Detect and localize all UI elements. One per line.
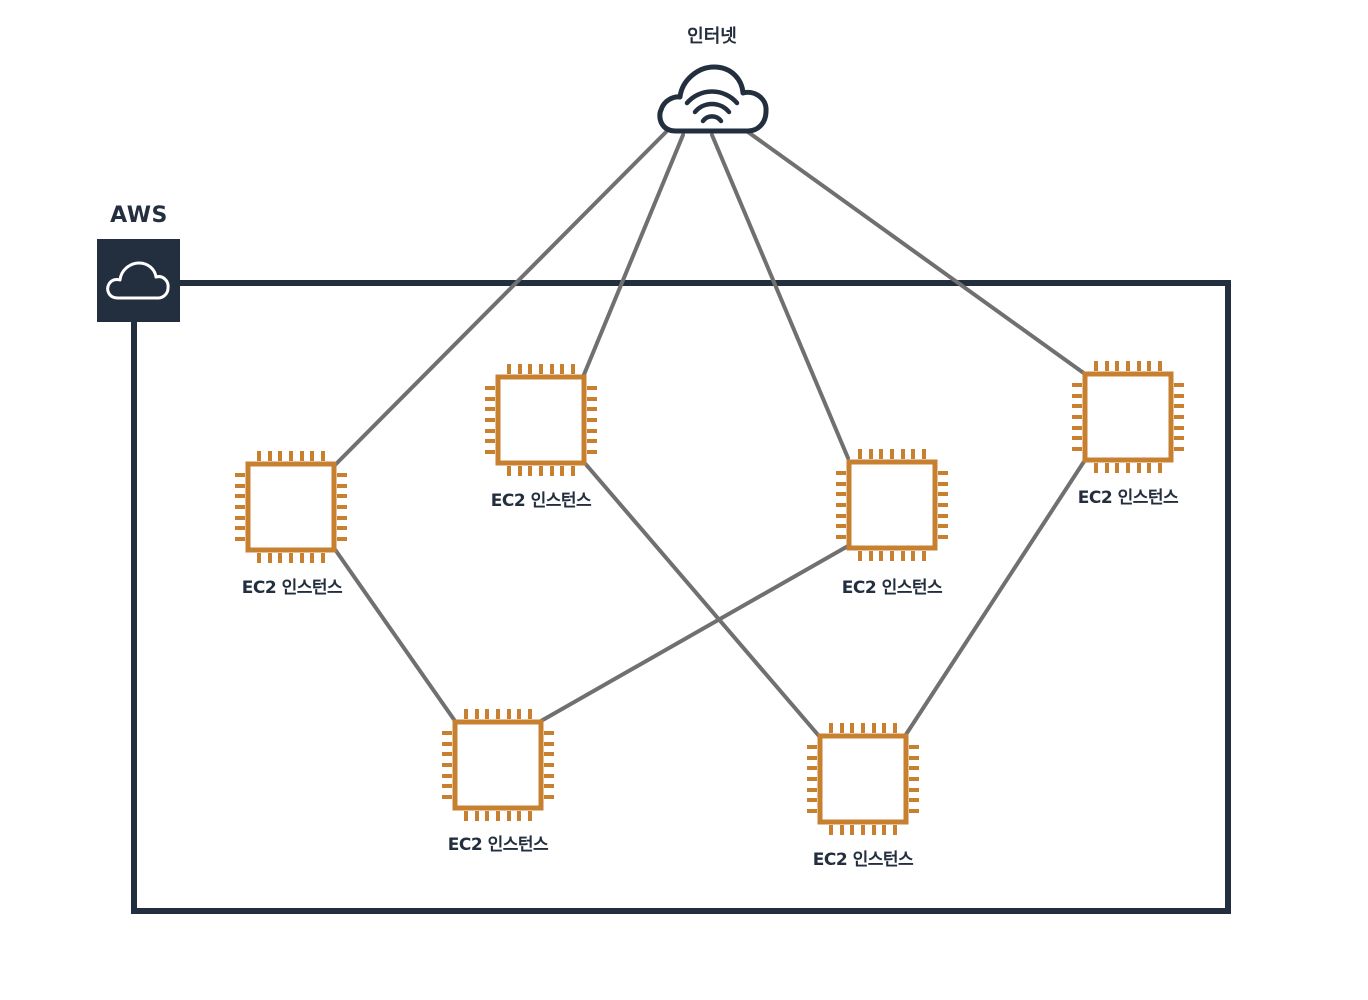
aws-cloud-icon <box>97 239 180 322</box>
ec2-chip-icon <box>442 709 554 821</box>
connector-instance-3-instance-5 <box>539 544 850 723</box>
ec2-chip-icon <box>235 451 347 563</box>
cloud-wifi-icon <box>657 64 769 134</box>
instance-label-6: EC2 인스턴스 <box>812 850 914 870</box>
ec2-chip-icon <box>485 364 597 476</box>
aws-cloud-border <box>131 280 1231 914</box>
ec2-chip-icon <box>1072 361 1184 473</box>
ec2-chips <box>235 361 1184 835</box>
connector-internet-instance-2 <box>581 133 685 379</box>
connector-instance-1-instance-5 <box>332 546 457 723</box>
instance-label-5: EC2 인스턴스 <box>447 835 549 855</box>
ec2-chip-icon <box>807 723 919 835</box>
internet-label: 인터넷 <box>687 26 737 47</box>
instance-label-4: EC2 인스턴스 <box>1077 488 1179 508</box>
connector-internet-instance-3 <box>710 133 850 460</box>
ec2-chip-icon <box>836 449 948 561</box>
connector-internet-instance-1 <box>332 130 668 468</box>
aws-label: AWS <box>110 203 168 228</box>
instance-label-3: EC2 인스턴스 <box>841 578 943 598</box>
connector-instance-4-instance-6 <box>903 458 1087 738</box>
instance-label-1: EC2 인스턴스 <box>241 578 343 598</box>
connectors <box>332 130 1087 738</box>
instance-label-2: EC2 인스턴스 <box>490 491 592 511</box>
connector-internet-instance-4 <box>746 130 1087 376</box>
connector-instance-2-instance-6 <box>581 459 821 738</box>
